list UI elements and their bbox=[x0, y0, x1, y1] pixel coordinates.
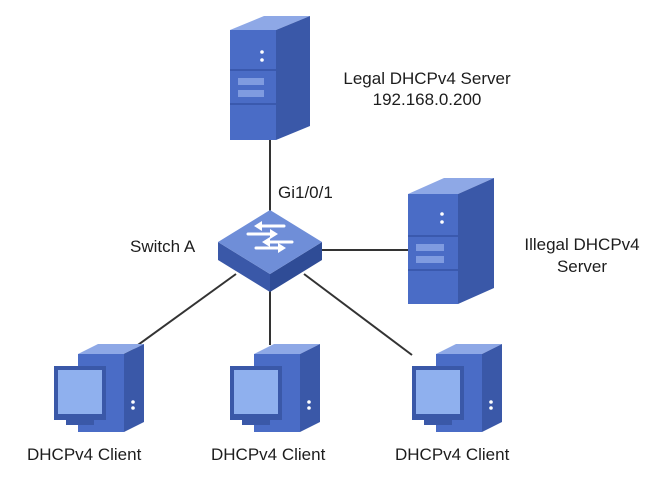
link-switch-client-3 bbox=[303, 273, 413, 356]
switch-name-label: Switch A bbox=[130, 237, 196, 256]
legal-server-ip-label: 192.168.0.200 bbox=[372, 90, 482, 109]
uplink-port-label: Gi1/0/1 bbox=[278, 183, 333, 202]
client-3-label: DHCPv4 Client bbox=[395, 445, 510, 464]
switch-icon bbox=[218, 210, 322, 292]
links bbox=[123, 140, 413, 356]
client-2-label: DHCPv4 Client bbox=[211, 445, 326, 464]
link-switch-client-1 bbox=[123, 273, 237, 356]
client-1-label: DHCPv4 Client bbox=[27, 445, 142, 464]
client-3-pc-icon bbox=[412, 344, 502, 432]
legal-server-icon bbox=[230, 16, 310, 140]
illegal-server-label-line2: Server bbox=[556, 257, 608, 276]
illegal-server-icon bbox=[408, 178, 494, 304]
client-2-pc-icon bbox=[230, 344, 320, 432]
illegal-server-label-line1: Illegal DHCPv4 bbox=[524, 235, 640, 254]
client-1-pc-icon bbox=[54, 344, 144, 432]
legal-server-name-label: Legal DHCPv4 Server bbox=[343, 69, 511, 88]
